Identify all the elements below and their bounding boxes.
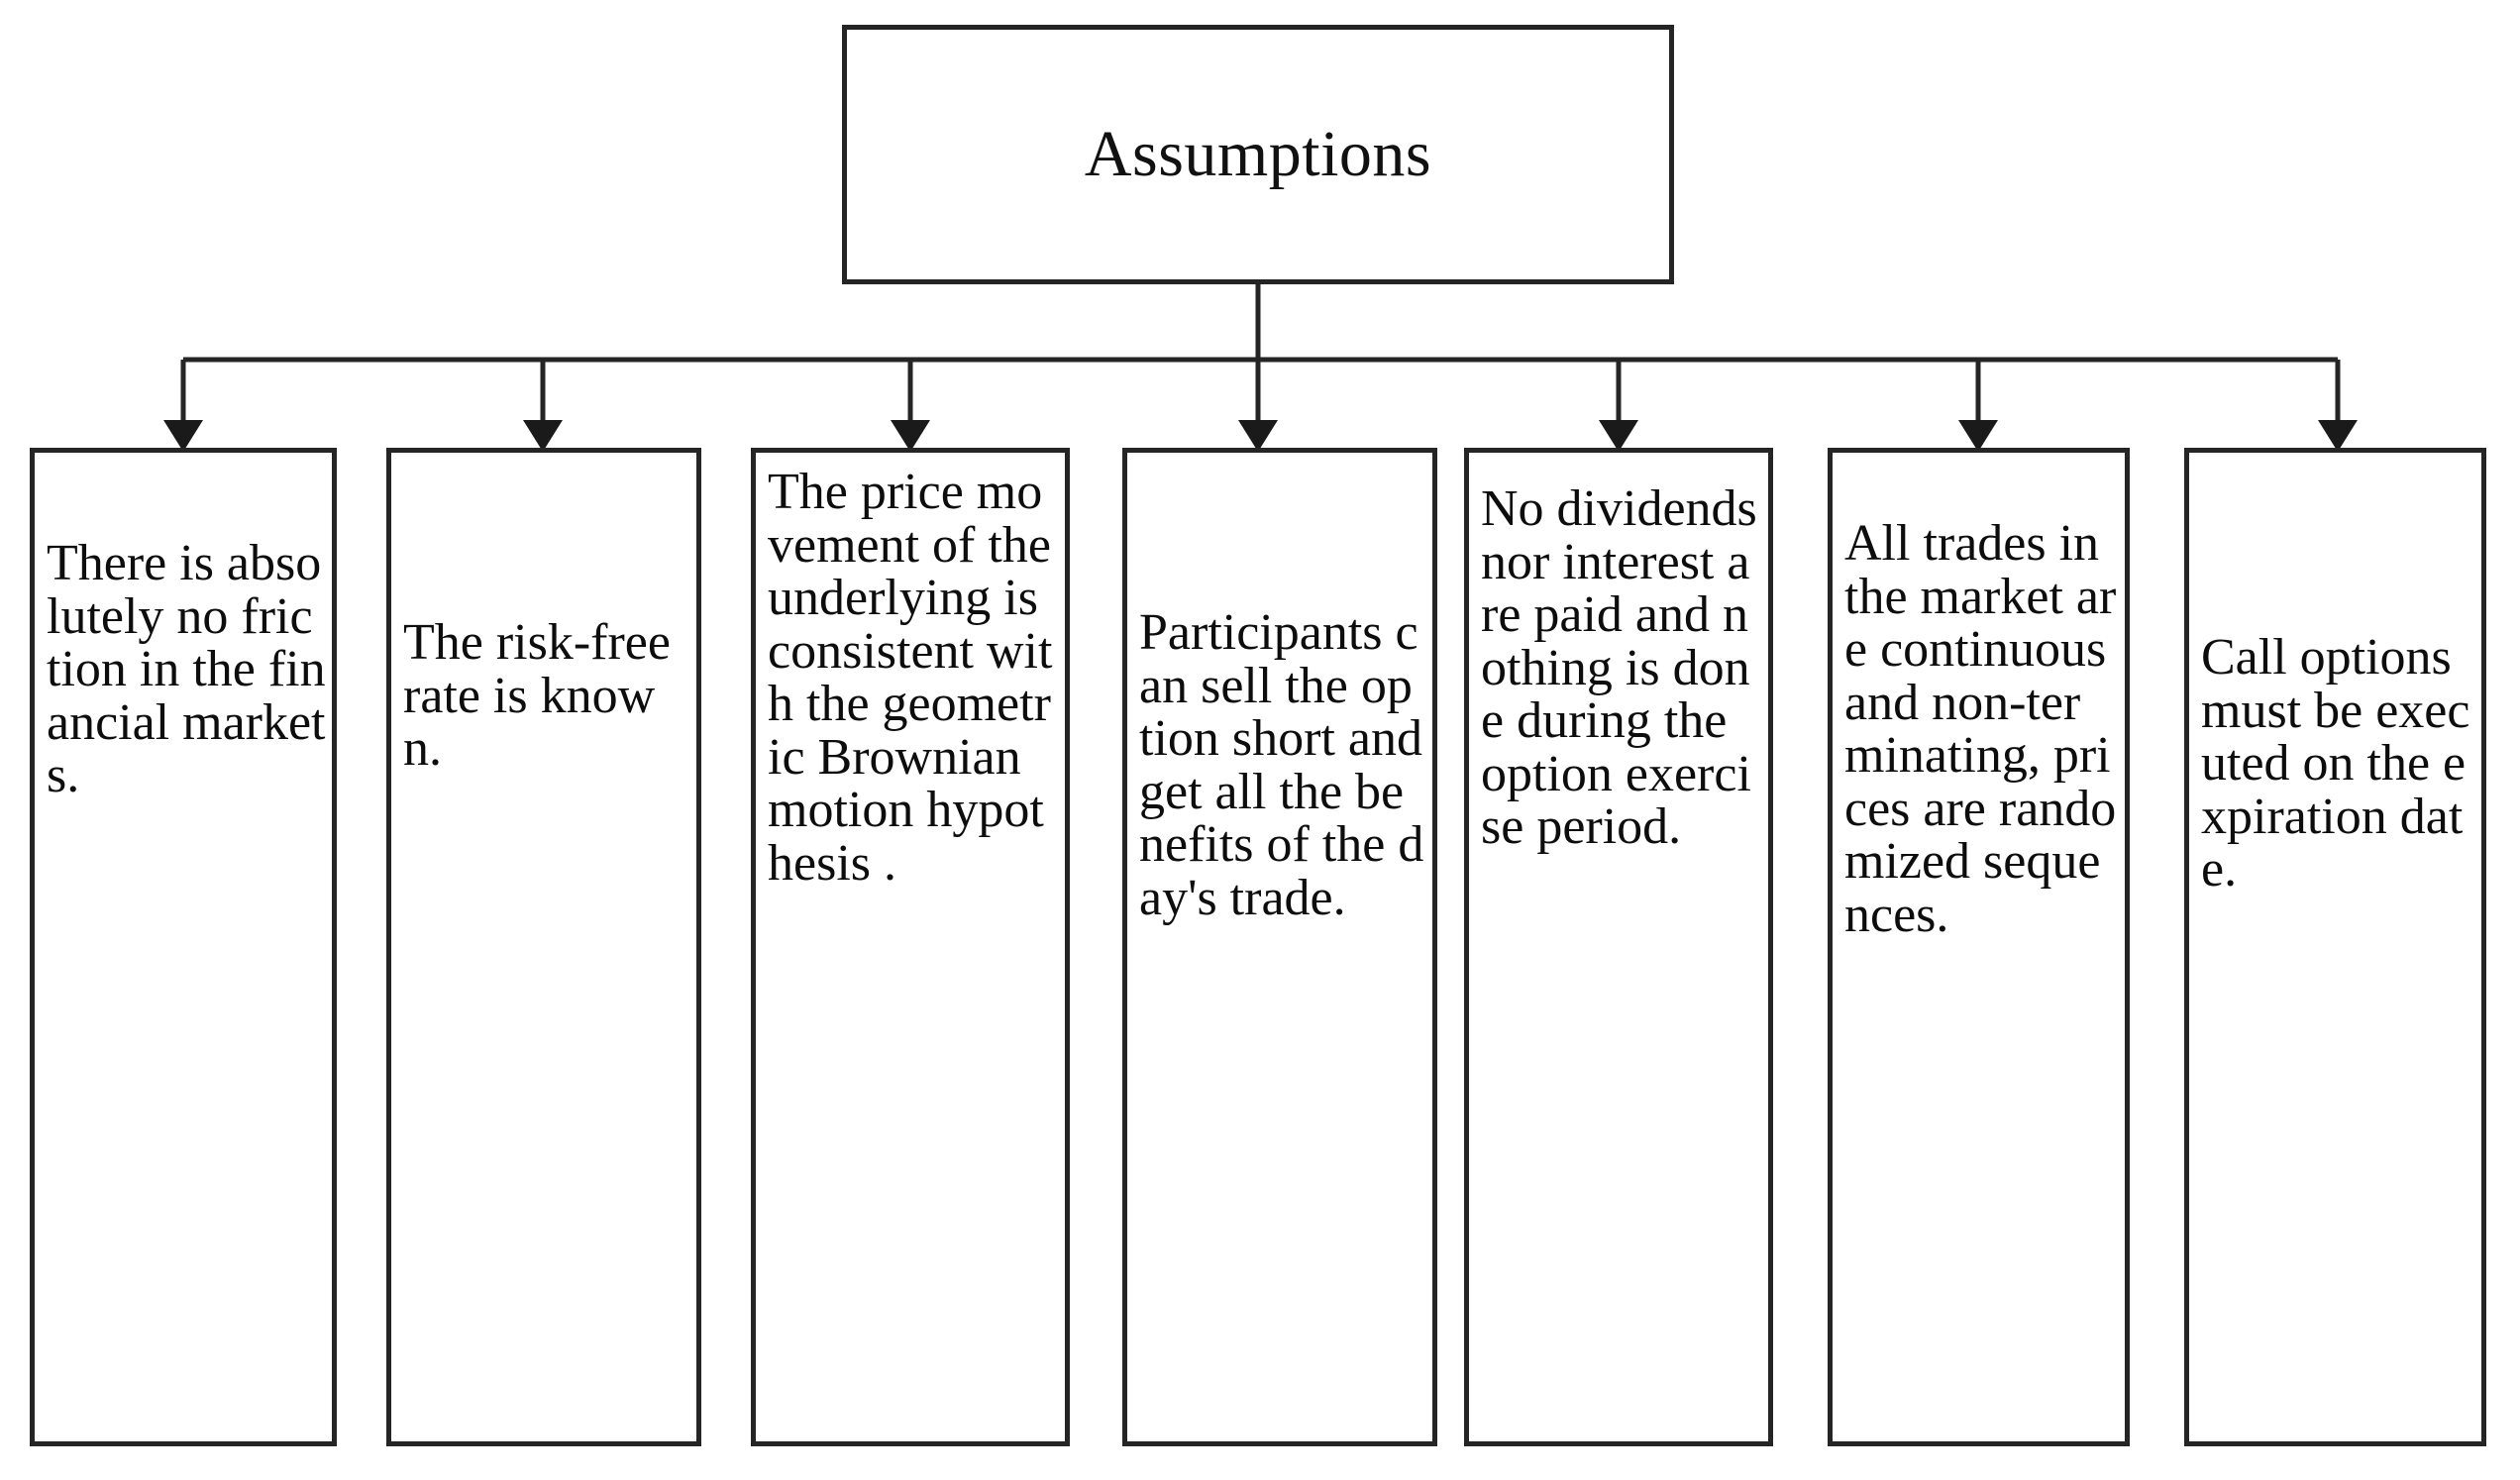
leaf-node-2[interactable]: The risk-free rate is known.: [386, 448, 701, 1446]
leaf-node-5-label: No dividends nor interest are paid and n…: [1481, 480, 1757, 856]
leaf-node-4[interactable]: Participants can sell the option short a…: [1122, 448, 1437, 1446]
leaf-node-6-label: All trades in the market are continuous …: [1844, 515, 2117, 943]
leaf-node-7-label: Call options must be executed on the exp…: [2201, 629, 2470, 899]
leaf-node-5[interactable]: No dividends nor interest are paid and n…: [1464, 448, 1773, 1446]
root-node-label: Assumptions: [1084, 118, 1432, 191]
leaf-node-2-label: The risk-free rate is known.: [403, 614, 671, 778]
leaf-node-7[interactable]: Call options must be executed on the exp…: [2184, 448, 2486, 1446]
leaf-node-1-label: There is absolutely no friction in the f…: [47, 535, 326, 804]
root-node-assumptions[interactable]: Assumptions: [842, 25, 1674, 284]
leaf-node-3-label: The price movement of the underlying is …: [768, 464, 1053, 892]
leaf-node-6[interactable]: All trades in the market are continuous …: [1828, 448, 2130, 1446]
leaf-node-3[interactable]: The price movement of the underlying is …: [751, 448, 1070, 1446]
leaf-node-1[interactable]: There is absolutely no friction in the f…: [30, 448, 337, 1446]
leaf-node-4-label: Participants can sell the option short a…: [1139, 604, 1424, 926]
